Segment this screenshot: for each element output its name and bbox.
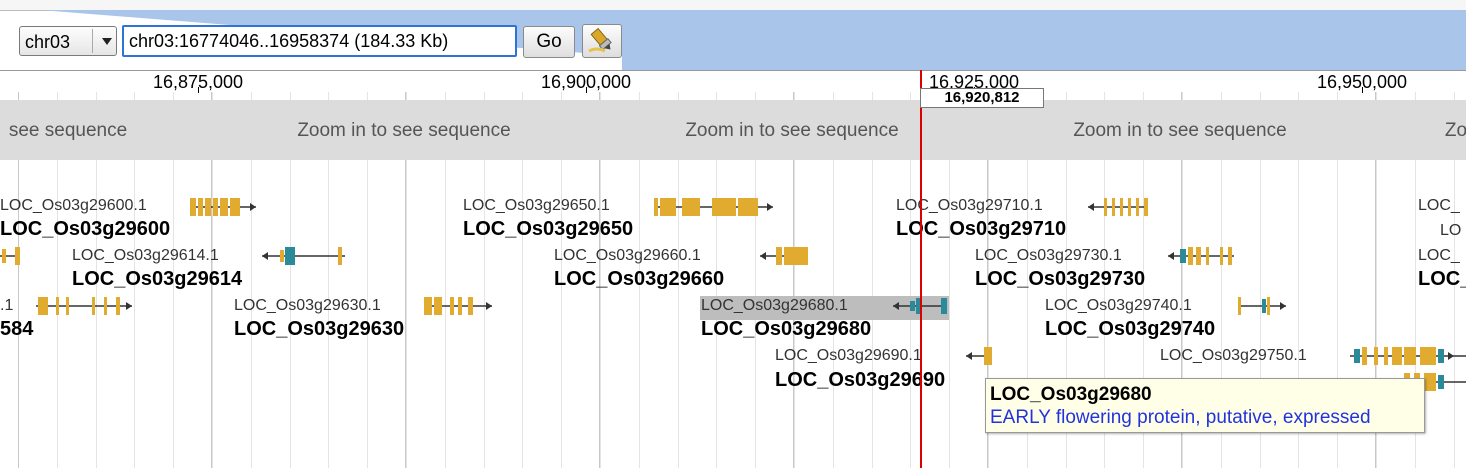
sequence-message: Zo (1444, 120, 1466, 141)
coordinate-ruler[interactable]: 16,875,000 16,900,000 16,925,000 16,950,… (0, 70, 1466, 93)
gene-label[interactable]: LOC_ (1418, 268, 1466, 290)
gene-model-29680 (893, 298, 947, 314)
highlight-button[interactable] (582, 24, 622, 58)
gene-label[interactable]: LOC_Os03g29630 (234, 318, 405, 340)
gene-label[interactable]: LOC_Os03g29680 (701, 318, 872, 340)
transcript-label[interactable]: LOC_Os03g29630.1 (234, 297, 381, 314)
sequence-message: Zoom in to see sequence (685, 120, 899, 141)
gene-label[interactable]: 584 (0, 318, 34, 340)
transcript-label[interactable]: LOC_Os03g29740.1 (1045, 297, 1192, 314)
transcript-label[interactable]: LOC_Os03g29650.1 (463, 197, 610, 214)
sequence-message: Zoom in to see sequence (1073, 120, 1287, 141)
location-input[interactable] (122, 25, 517, 57)
gene-label[interactable]: LOC_Os03g29730 (975, 268, 1146, 290)
transcript-label[interactable]: LOC_Os03g29614.1 (72, 247, 219, 264)
go-button[interactable]: Go (523, 26, 575, 58)
ruler-tick (198, 87, 199, 93)
gene-label[interactable]: LOC_Os03g29650 (463, 218, 634, 240)
transcript-label[interactable]: LOC_Os03g29680.1 (701, 297, 848, 314)
gene-label[interactable]: LOC_Os03g29614 (72, 268, 243, 290)
ruler-tick (1362, 87, 1363, 93)
gene-label[interactable]: LOC_Os03g29690 (775, 369, 946, 391)
highlighter-icon (588, 27, 612, 53)
select-divider (92, 29, 93, 53)
ruler-tick (586, 87, 587, 93)
gene-label[interactable]: LOC_Os03g29660 (554, 268, 725, 290)
gene-model-29660 (760, 247, 808, 265)
feature-tooltip: LOC_Os03g29680 EARLY flowering protein, … (985, 378, 1425, 433)
gene-model-29690 (966, 347, 992, 365)
transcript-label[interactable]: LOC_Os03g29660.1 (554, 247, 701, 264)
transcript-label[interactable]: LOC_Os03g29710.1 (896, 197, 1043, 214)
gene-label[interactable]: LOC_Os03g29600 (0, 218, 171, 240)
position-cursor-label: 16,920,812 (920, 88, 1044, 108)
transcript-label[interactable]: LOC_Os03g29600.1 (0, 197, 147, 214)
tooltip-description: EARLY flowering protein, putative, expre… (990, 407, 1371, 428)
ruler-tick-label: 16,875,000 (152, 72, 244, 92)
chromosome-value: chr03 (25, 32, 71, 52)
transcript-label[interactable]: .1 (0, 297, 14, 314)
transcript-label[interactable]: LOC_ (1418, 247, 1460, 264)
gene-label[interactable]: LO (1440, 222, 1462, 239)
gene-label[interactable]: LOC_Os03g29740 (1045, 318, 1216, 340)
gene-model-584 (36, 297, 132, 315)
gene-model-29750 (1350, 347, 1466, 391)
sequence-track: see sequence Zoom in to see sequence Zoo… (0, 100, 1466, 160)
gene-model-29600 (190, 198, 256, 216)
chromosome-select[interactable]: chr03 (19, 26, 117, 56)
position-cursor-line[interactable] (920, 70, 922, 468)
transcript-label[interactable]: LOC_Os03g29730.1 (975, 247, 1122, 264)
gene-model-29730 (1168, 247, 1234, 265)
gene-model-29740 (1238, 297, 1286, 315)
transcript-label[interactable]: LOC_ (1418, 197, 1460, 214)
ruler-tick-label: 16,950,000 (1316, 72, 1408, 92)
gene-model-29710 (1088, 198, 1148, 216)
sequence-message: see sequence (8, 120, 128, 141)
ruler-tick-label: 16,900,000 (540, 72, 632, 92)
chevron-down-icon[interactable] (102, 38, 112, 45)
tooltip-gene-name: LOC_Os03g29680 (990, 384, 1152, 405)
transcript-label[interactable]: LOC_Os03g29690.1 (775, 347, 922, 364)
ruler-tick-label: 16,925,000 (928, 72, 1020, 92)
sequence-message: Zoom in to see sequence (297, 120, 511, 141)
gene-model-partial (0, 247, 20, 265)
gene-model-29650 (654, 198, 773, 216)
gene-model-29630 (424, 297, 492, 315)
gene-label[interactable]: LOC_Os03g29710 (896, 218, 1067, 240)
gene-model-29614 (262, 247, 345, 265)
transcript-label[interactable]: LOC_Os03g29750.1 (1160, 347, 1307, 364)
selected-feature-highlight (700, 296, 949, 320)
